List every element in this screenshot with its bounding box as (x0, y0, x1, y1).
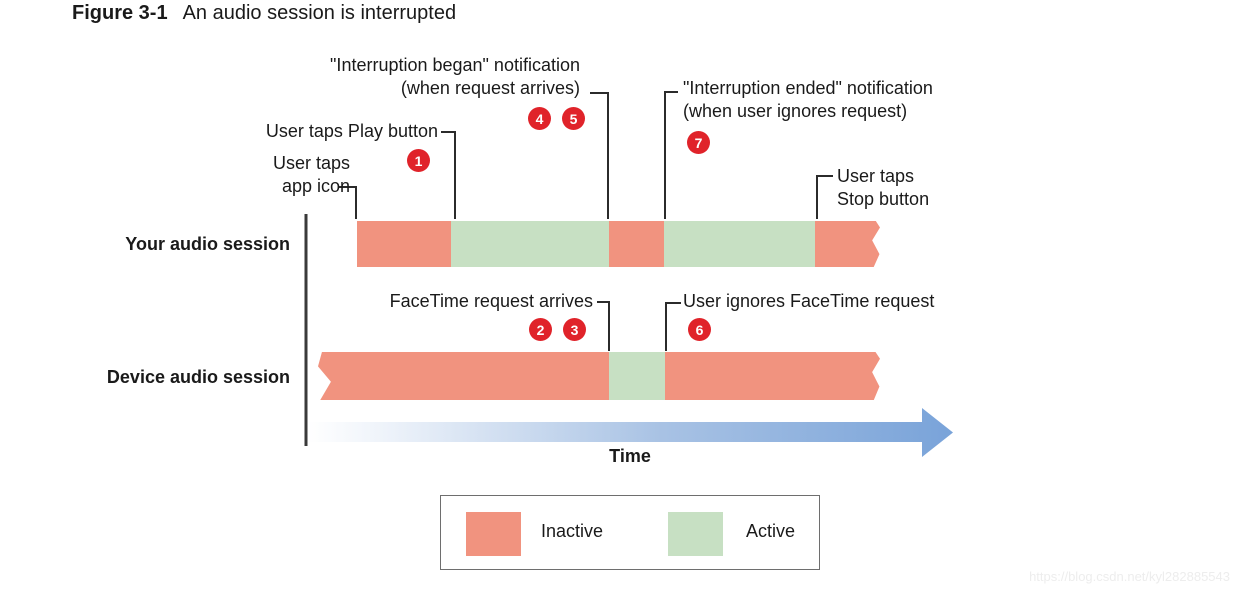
leader-facetime-arrives (597, 301, 610, 351)
bar-segment-active (608, 352, 665, 400)
time-axis-label: Time (609, 446, 651, 466)
leader-user-ignores (665, 302, 681, 351)
annotation-interruption-began: "Interruption began" notification (when … (330, 54, 580, 100)
figure-caption: An audio session is interrupted (182, 2, 457, 24)
bar-segment-inactive (664, 352, 880, 400)
annotation-line: (when request arrives) (400, 78, 580, 98)
annotation-user-taps-play: User taps Play button (266, 120, 438, 143)
annotation-interruption-ended: "Interruption ended" notification (when … (683, 77, 933, 123)
timeline-bar-device-audio-session (318, 352, 880, 400)
annotation-line: User taps (272, 153, 350, 173)
annotation-line: User ignores FaceTime request (683, 291, 935, 311)
annotation-user-ignores: User ignores FaceTime request (683, 290, 934, 313)
watermark-text: https://blog.csdn.net/kyl282885543 (1029, 569, 1230, 584)
annotation-user-taps-app-icon: User taps app icon (273, 152, 350, 198)
event-marker-3: 3 (563, 318, 586, 341)
bar-segment-active (663, 221, 816, 267)
legend-label-inactive: Inactive (541, 521, 604, 541)
row-label-device-audio-session: Device audio session (106, 367, 290, 387)
annotation-user-taps-stop: User taps Stop button (837, 165, 929, 211)
legend-swatch-inactive (466, 512, 521, 556)
legend-box: Inactive Active (440, 495, 820, 570)
bar-segment-inactive (357, 221, 452, 267)
annotation-line: FaceTime request arrives (389, 291, 593, 311)
annotation-line: app icon (281, 176, 350, 196)
annotation-line: (when user ignores request) (683, 101, 908, 121)
leader-stop-button (816, 175, 833, 219)
bar-segment-inactive (815, 221, 880, 267)
bar-segment-inactive (609, 221, 664, 267)
figure-number: Figure 3-1 (72, 2, 168, 24)
event-marker-4: 4 (528, 107, 551, 130)
figure-title: Figure 3-1 An audio session is interrupte… (72, 2, 456, 25)
bar-segment-inactive (318, 352, 609, 400)
annotation-line: "Interruption began" notification (330, 55, 580, 75)
legend-label-active: Active (746, 521, 796, 541)
row-label-your-audio-session: Your audio session (125, 234, 290, 254)
annotation-line: User taps (837, 166, 915, 186)
legend-swatch-active (668, 512, 723, 556)
leader-interruption-ended (664, 91, 678, 219)
annotation-line: Stop button (837, 189, 930, 209)
event-marker-1: 1 (407, 149, 430, 172)
annotation-facetime-arrives: FaceTime request arrives (390, 290, 593, 313)
leader-interruption-began (590, 92, 609, 219)
timeline-bar-your-audio-session (357, 221, 880, 267)
event-marker-5: 5 (562, 107, 585, 130)
bar-segment-active (451, 221, 610, 267)
leader-play-button (441, 131, 456, 219)
event-marker-7: 7 (687, 131, 710, 154)
event-marker-2: 2 (529, 318, 552, 341)
event-marker-6: 6 (688, 318, 711, 341)
annotation-line: "Interruption ended" notification (683, 78, 933, 98)
annotation-line: User taps Play button (265, 121, 438, 141)
